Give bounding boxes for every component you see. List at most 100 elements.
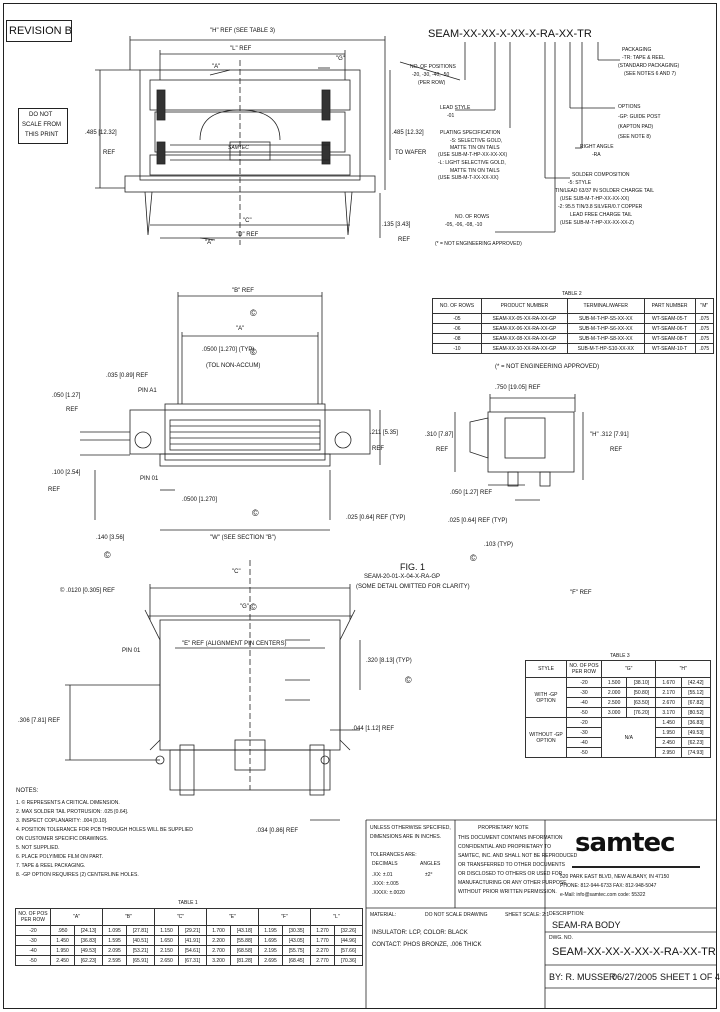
- options-2: -GP: GUIDE POST: [618, 114, 661, 120]
- table-cell: 3.200: [205, 955, 232, 966]
- notes-title: NOTES:: [16, 788, 39, 794]
- plating-1: PLATING SPECIFICATION: [440, 130, 501, 136]
- h-ref-label: "H" REF (SEE TABLE 3): [210, 28, 276, 34]
- table-cell: [55.88]: [230, 935, 259, 946]
- circ-mark-6: ©: [250, 602, 257, 612]
- table-cell: "B": [101, 908, 155, 926]
- l-ref-label: "L" REF: [230, 46, 252, 52]
- table-row: NO. OF ROWS PRODUCT NUMBER TERMINAL/WAFE…: [432, 298, 715, 314]
- side-dim-5: .025 [0.64] REF (TYP): [448, 518, 508, 524]
- c-label-bottom: "C": [232, 569, 241, 575]
- circ-mark-3: ©: [252, 508, 259, 518]
- options-4: (SEE NOTE 8): [618, 134, 651, 140]
- tb-material-1: INSULATOR: LCP, COLOR: BLACK: [372, 930, 468, 936]
- table-cell: "C": [153, 908, 207, 926]
- do-not-scale-line-1: DO NOT: [29, 112, 53, 118]
- samtec-logo: samtec: [575, 828, 676, 858]
- bottom-dim-1: © .0120 [0.305] REF: [60, 588, 115, 594]
- part-number-code: SEAM-XX-XX-X-XX-X-RA-XX-TR: [428, 28, 592, 40]
- no-rows-3: (* = NOT ENGINEERING APPROVED): [435, 241, 522, 247]
- table-cell: [62.23]: [680, 737, 712, 748]
- do-not-scale-line-3: THIS PRINT: [25, 132, 59, 138]
- table-cell: 2.170: [655, 687, 682, 698]
- table-cell: "L": [309, 908, 364, 926]
- table-cell: 2.500: [600, 697, 628, 708]
- solder-1: SOLDER COMPOSITION: [572, 172, 630, 178]
- e-ref-label: "E" REF (ALIGNMENT PIN CENTERS): [182, 641, 287, 647]
- mid-dim-2: .050 [1.27]: [52, 393, 81, 399]
- packaging-4: (SEE NOTES 6 AND 7): [624, 71, 676, 77]
- table-cell: [43.05]: [282, 935, 311, 946]
- table-cell: -30: [566, 687, 602, 698]
- revision-box: [6, 20, 72, 42]
- tb-material-2: CONTACT: PHOS BRONZE, .006 THICK: [372, 942, 482, 948]
- table-cell: -20: [566, 677, 602, 688]
- side-dim-4: .050 [1.27] REF: [450, 490, 493, 496]
- table-cell: 2.270: [309, 945, 336, 956]
- side-view-outline: [487, 411, 575, 473]
- table-cell: WT-SEAM-06-T: [643, 323, 696, 334]
- table3: STYLE NO. OF POS PER ROW "G" "H" WITH -G…: [525, 660, 712, 758]
- table-cell: WT-SEAM-10-T: [643, 343, 696, 354]
- mid-dim-1: .035 [0.89] REF: [106, 373, 149, 379]
- table-cell: 1.950: [49, 945, 76, 956]
- tb-tol-3: .XXXX: ±.0020: [372, 890, 405, 896]
- table-cell: [81.28]: [230, 955, 259, 966]
- table-cell: "M": [694, 298, 715, 314]
- table-cell: -50: [566, 707, 602, 718]
- dim-low: .135 [3.43]: [382, 222, 411, 228]
- tb-prop-line-7: WITHOUT PRIOR WRITTEN PERMISSION.: [458, 889, 557, 895]
- table-cell: [38.10]: [626, 677, 657, 688]
- solder-2: -5: STYLE: [568, 180, 592, 186]
- table-cell: 2.450: [655, 737, 682, 748]
- table-cell: -08: [432, 333, 482, 344]
- bottom-dim-5: .034 [0.86] REF: [256, 828, 299, 834]
- tb-by: BY: R. MUSSER: [549, 972, 616, 982]
- lead-style-2: -01: [447, 113, 455, 119]
- bottom-dim-4: .044 [1.12] REF: [352, 726, 395, 732]
- table-cell: [44.96]: [334, 935, 363, 946]
- no-rows-2: -05, -06, -08, -10: [445, 222, 483, 228]
- mid-dim-4: .0500 [1.270]: [182, 497, 218, 503]
- table-cell: 2.000: [600, 687, 628, 698]
- tb-description: SEAM-RA BODY: [552, 920, 621, 930]
- table-cell: 1.195: [257, 925, 284, 936]
- table-row: -20 .950 [24.13] 1.095 [27.81] 1.150 [29…: [15, 925, 363, 936]
- note-item-9: 8. -GP OPTION REQUIRES (2) CENTERLINE HO…: [16, 872, 139, 878]
- table-cell: [41.91]: [178, 935, 207, 946]
- a-label-bottom: "A": [205, 240, 214, 246]
- plating-4: (USE SUB-M-T-HP-XX-XX-XX): [438, 152, 508, 158]
- g-label-bottom: "G": [240, 604, 249, 610]
- tb-prop-line-3: SAMTEC, INC. AND SHALL NOT BE REPRODUCED: [458, 853, 578, 859]
- no-rows-1: NO. OF ROWS: [455, 214, 490, 220]
- table-cell: [50.80]: [626, 687, 657, 698]
- tb-prop-line-6: MANUFACTURING OR ANY OTHER PURPOSE: [458, 880, 567, 886]
- mid-dim-2-ref: REF: [66, 407, 78, 413]
- table-cell: .075: [694, 323, 715, 334]
- table-row: NO. OF POS PER ROW "A" "B" "C" "E" "F" "…: [15, 908, 364, 926]
- plating-6: MATTE TIN ON TAILS: [450, 168, 500, 174]
- tb-unless: UNLESS OTHERWISE SPECIFIED,: [370, 825, 451, 831]
- table-cell: 1.700: [205, 925, 232, 936]
- mid-dim-6-ref: REF: [372, 446, 384, 452]
- table-cell: .075: [694, 333, 715, 344]
- table-cell: WT-SEAM-05-T: [643, 313, 696, 324]
- table-cell: "H": [655, 660, 711, 678]
- dim-right-note: TO WAFER: [395, 150, 427, 156]
- table3-title: TABLE 3: [610, 653, 630, 659]
- table-cell: [42.42]: [680, 677, 712, 688]
- table-cell: SEAM-XX-08-XX-RA-XX-GP: [480, 333, 568, 344]
- right-angle-1: RIGHT ANGLE: [580, 144, 614, 150]
- fig-note-2: (SOME DETAIL OMITTED FOR CLARITY): [356, 584, 470, 590]
- drawing-border: [3, 3, 717, 1009]
- tb-sheet-scale: SHEET SCALE: 2:1: [505, 912, 550, 918]
- note-item-3: 3. INSPECT COPLANARITY: .004 [0.10].: [16, 818, 108, 824]
- pin01-bottom: PIN 01: [122, 648, 141, 654]
- table-cell: -05: [432, 313, 482, 324]
- table-cell: 2.450: [49, 955, 76, 966]
- table-row: -40 2.500 [63.50] 2.670 [67.82]: [526, 697, 712, 708]
- table-cell: [43.18]: [230, 925, 259, 936]
- table-row: -05 SEAM-XX-05-XX-RA-XX-GP SUB-M-T-HP-S5…: [432, 313, 715, 324]
- table-cell: [49.53]: [680, 727, 712, 738]
- table-cell: [36.83]: [680, 717, 712, 728]
